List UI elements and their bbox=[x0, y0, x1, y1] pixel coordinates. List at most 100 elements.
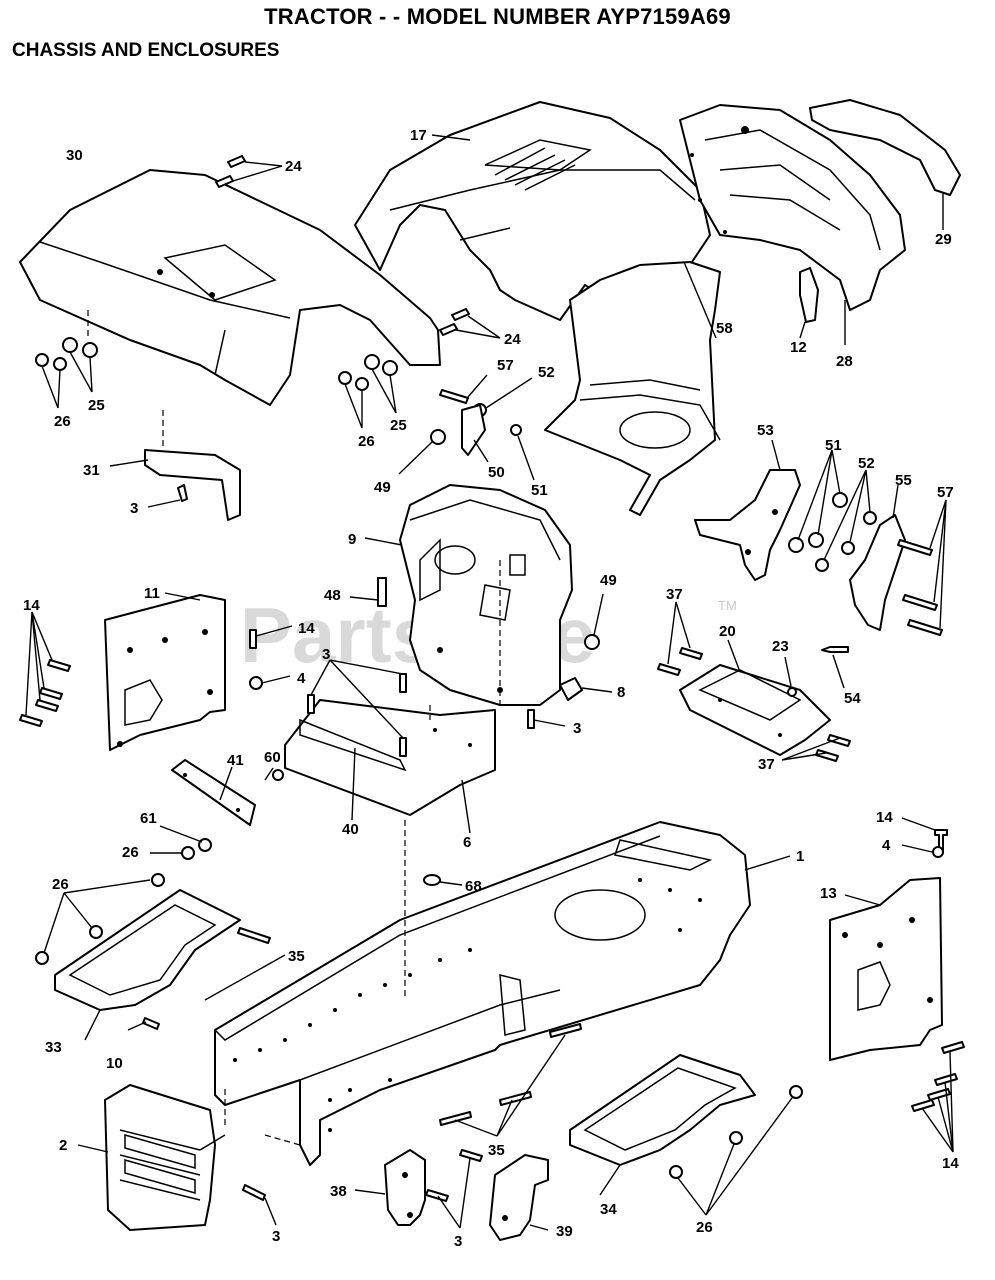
callout-3-mid: 3 bbox=[573, 720, 581, 737]
callout-1: 1 bbox=[796, 848, 804, 865]
callout-20: 20 bbox=[719, 623, 736, 640]
callout-39: 39 bbox=[556, 1223, 573, 1240]
callout-52: 52 bbox=[538, 364, 555, 381]
diagram-title: TRACTOR - - MODEL NUMBER AYP7159A69 bbox=[264, 4, 731, 29]
callout-4-right: 4 bbox=[882, 837, 891, 854]
callout-37-lower: 37 bbox=[758, 756, 775, 773]
callout-14: 14 bbox=[23, 597, 40, 614]
callout-9: 9 bbox=[348, 531, 356, 548]
part-37-screws-upper bbox=[657, 601, 703, 676]
part-13-side-panel-right bbox=[829, 877, 943, 1061]
part-3-screws-brackets bbox=[425, 1149, 483, 1229]
callout-3-floor: 3 bbox=[322, 646, 330, 663]
callout-40: 40 bbox=[342, 821, 359, 838]
part-24-screws-upper bbox=[215, 155, 283, 188]
part-34-footrest-right bbox=[569, 1054, 756, 1196]
part-6-floor-plate bbox=[284, 699, 496, 834]
callout-25: 25 bbox=[88, 397, 105, 414]
part-35-bolt-left bbox=[204, 927, 286, 1001]
callout-41: 41 bbox=[227, 752, 244, 769]
callout-35: 35 bbox=[288, 948, 305, 965]
callout-60: 60 bbox=[264, 749, 281, 766]
part-4-nut-left bbox=[249, 675, 291, 690]
callout-54: 54 bbox=[844, 690, 861, 707]
part-57-bolts-right bbox=[897, 499, 947, 636]
part-26-nuts-right-footrest bbox=[669, 1085, 803, 1216]
callout-11: 11 bbox=[144, 585, 160, 602]
callout-31: 31 bbox=[83, 462, 100, 479]
part-14-4-right-upper bbox=[901, 817, 948, 858]
callout-26: 26 bbox=[54, 413, 71, 430]
part-3-screws-floor bbox=[307, 659, 407, 757]
callout-3: 3 bbox=[130, 500, 138, 517]
part-24-screws-lower bbox=[439, 308, 501, 339]
callout-33: 33 bbox=[45, 1039, 62, 1056]
callout-labels: 30 24 17 29 12 28 24 58 26 25 26 25 57 5… bbox=[23, 127, 959, 1250]
part-33-footrest-left bbox=[54, 889, 241, 1041]
section-subtitle: CHASSIS AND ENCLOSURES bbox=[12, 40, 280, 61]
callout-61: 61 bbox=[140, 810, 157, 827]
watermark-trademark: TM bbox=[718, 598, 737, 613]
callout-26-right: 26 bbox=[696, 1219, 713, 1236]
callout-68: 68 bbox=[465, 878, 482, 895]
callout-48: 48 bbox=[324, 587, 341, 604]
part-38-bracket bbox=[354, 1149, 426, 1226]
callout-50: 50 bbox=[488, 464, 505, 481]
part-26-nuts-left-footrest bbox=[35, 873, 165, 965]
part-58-shield bbox=[544, 261, 721, 516]
part-10-bolt bbox=[127, 1017, 160, 1031]
part-28-hood-side-frame bbox=[679, 104, 906, 345]
callout-3-hitch: 3 bbox=[272, 1228, 280, 1245]
callout-10: 10 bbox=[106, 1055, 123, 1072]
callout-57: 57 bbox=[497, 357, 514, 374]
part-1-main-frame bbox=[214, 820, 791, 1166]
callout-55: 55 bbox=[895, 472, 912, 489]
callout-28: 28 bbox=[836, 353, 853, 370]
part-60-61-26-hardware bbox=[150, 767, 284, 860]
callout-49-lower: 49 bbox=[600, 572, 617, 589]
part-68-plug bbox=[423, 874, 463, 886]
part-2-rear-hitch-plate bbox=[77, 1084, 226, 1231]
callout-58: 58 bbox=[716, 320, 733, 337]
callout-34: 34 bbox=[600, 1201, 617, 1218]
part-35-bolts-center bbox=[439, 1023, 582, 1137]
callout-37: 37 bbox=[666, 586, 683, 603]
callout-26-mid: 26 bbox=[358, 433, 375, 450]
part-51-52-washers-right bbox=[788, 449, 877, 572]
callout-12: 12 bbox=[790, 339, 807, 356]
part-49-nut-lower bbox=[584, 593, 604, 650]
callout-4: 4 bbox=[297, 670, 306, 687]
part-14-screws-right-lower bbox=[911, 1041, 965, 1153]
callout-30: 30 bbox=[66, 147, 83, 164]
callout-29: 29 bbox=[935, 231, 952, 248]
part-8-clip bbox=[559, 677, 613, 701]
callout-2: 2 bbox=[59, 1137, 67, 1154]
callout-51-right: 51 bbox=[825, 437, 842, 454]
callout-14-right-lower: 14 bbox=[942, 1155, 959, 1172]
part-25-26-fasteners-mid bbox=[338, 354, 398, 429]
part-54-bolt bbox=[821, 646, 849, 689]
part-3-screw-hitch bbox=[242, 1184, 277, 1226]
part-41-bracket-plate bbox=[171, 759, 256, 826]
part-37-screws-lower bbox=[781, 734, 851, 762]
callout-6: 6 bbox=[463, 834, 471, 851]
part-3-screw-mid bbox=[527, 709, 566, 729]
callout-25-mid: 25 bbox=[390, 417, 407, 434]
part-12-hinge-bracket bbox=[799, 267, 819, 339]
callout-52-right: 52 bbox=[858, 455, 875, 472]
callout-8: 8 bbox=[617, 684, 625, 701]
callout-3-brackets: 3 bbox=[454, 1233, 462, 1250]
part-9-dash-tower bbox=[364, 484, 573, 706]
callout-24: 24 bbox=[285, 158, 302, 175]
callout-14-right: 14 bbox=[876, 809, 893, 826]
callout-26-footrest: 26 bbox=[52, 876, 69, 893]
part-14-screws-left bbox=[19, 611, 71, 727]
callout-24-lower: 24 bbox=[504, 331, 521, 348]
part-31-bracket bbox=[109, 410, 241, 521]
part-48-bolt bbox=[349, 577, 387, 607]
part-29-front-grille bbox=[809, 99, 961, 230]
callout-14-single: 14 bbox=[298, 620, 315, 637]
callout-51: 51 bbox=[531, 482, 548, 499]
assembly-center-lines bbox=[224, 560, 501, 1146]
